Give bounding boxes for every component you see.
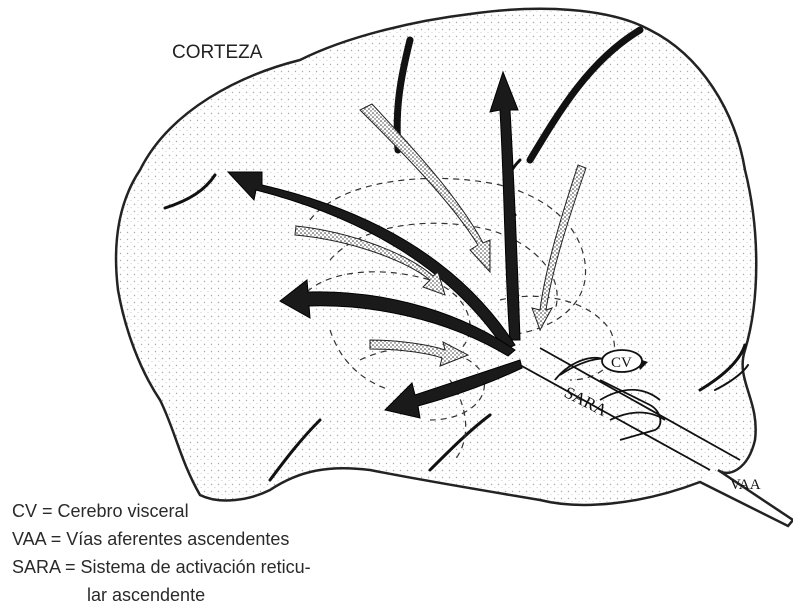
label-corteza: CORTEZA	[172, 42, 263, 63]
legend-line-sara-cont: lar ascendente	[87, 584, 205, 606]
legend-line-sara: SARA = Sistema de activación reticu-	[12, 556, 311, 578]
label-vaa: VAA	[730, 477, 761, 493]
brain-stipple	[116, 9, 756, 505]
legend-line-cv: CV = Cerebro visceral	[12, 500, 189, 522]
label-cv: CV	[611, 355, 632, 371]
legend-line-vaa: VAA = Vías aferentes ascendentes	[12, 528, 289, 550]
